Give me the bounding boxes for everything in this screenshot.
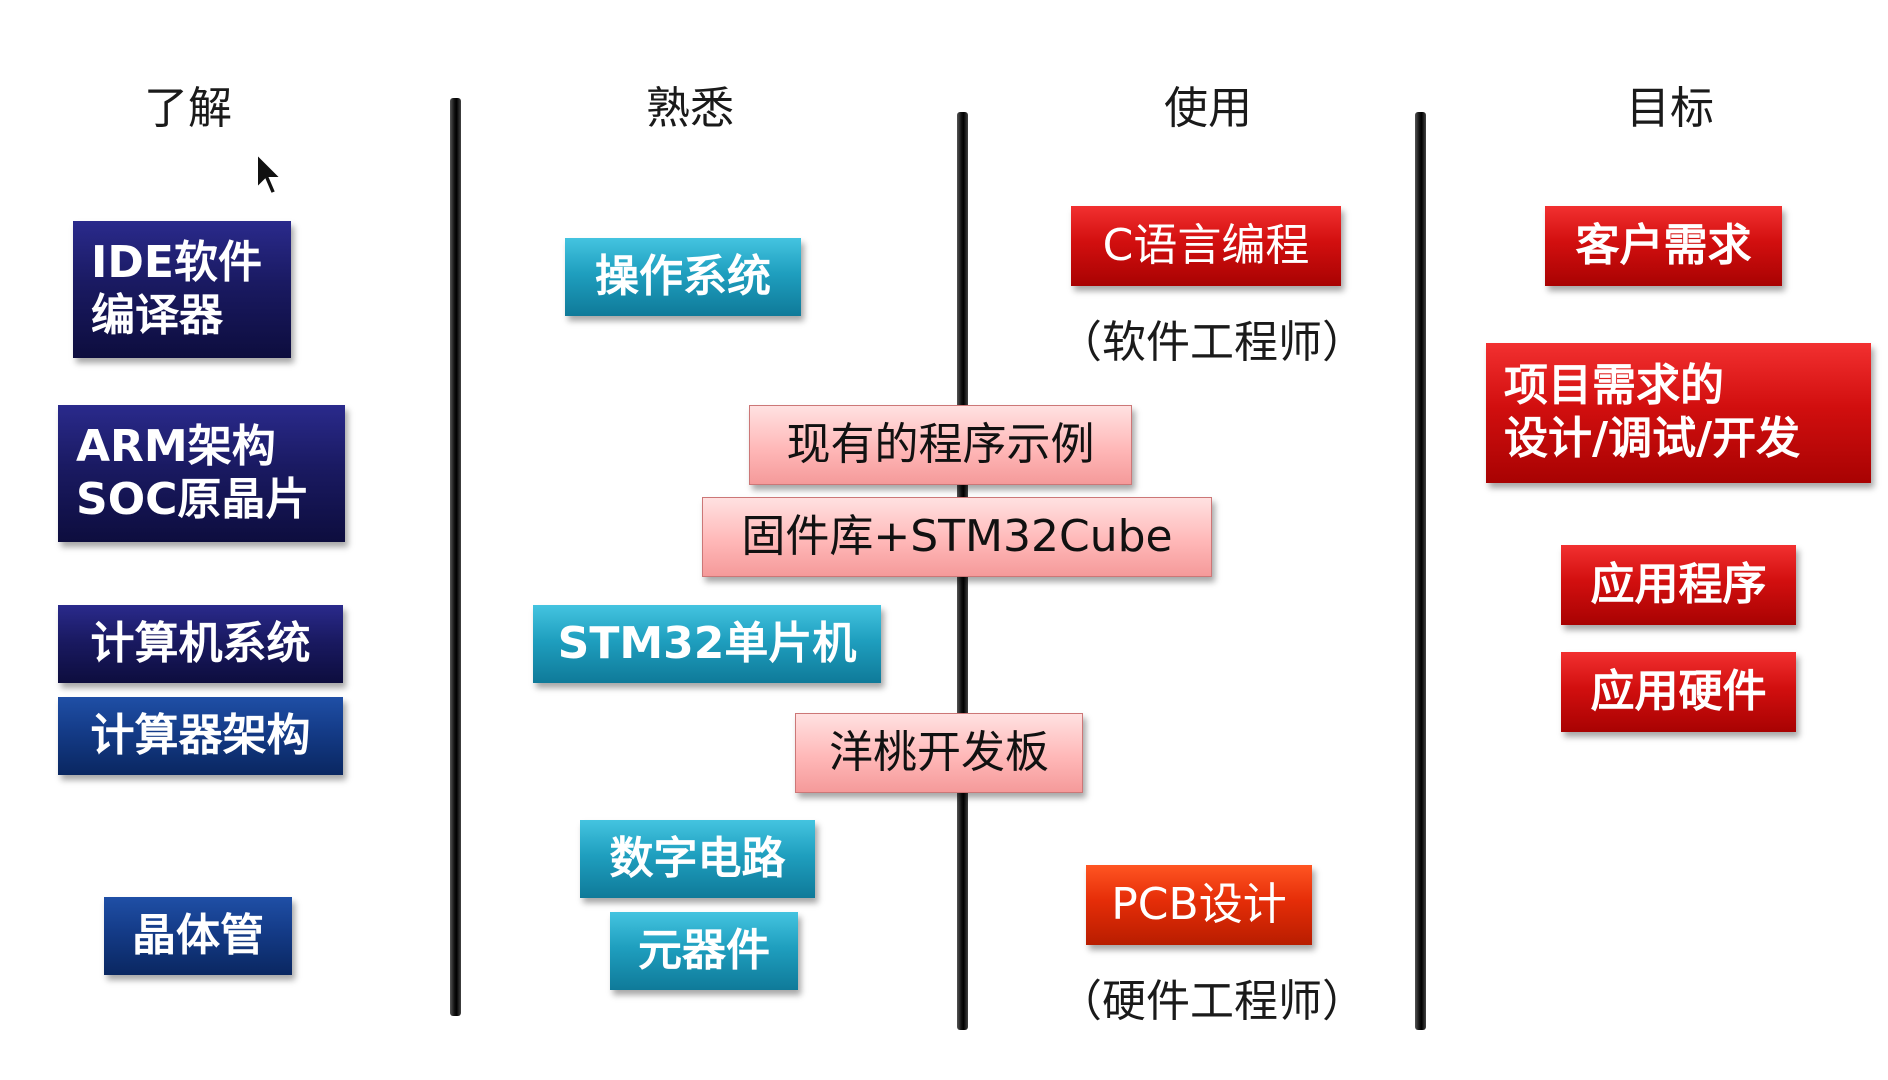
- customer-requirements-box: 客户需求: [1545, 206, 1782, 286]
- mouse-cursor-icon: [256, 152, 284, 196]
- application-hardware-box: 应用硬件: [1561, 652, 1796, 732]
- pcb-design-box: PCB设计: [1086, 865, 1312, 945]
- application-program-box: 应用程序: [1561, 545, 1796, 625]
- c-programming-box: C语言编程: [1071, 206, 1341, 286]
- components-box: 元器件: [610, 912, 798, 990]
- project-line1: 项目需求的: [1504, 360, 1724, 412]
- ide-compiler-box: IDE软件 编译器: [73, 221, 291, 358]
- firmware-stm32cube-box: 固件库+STM32Cube: [702, 497, 1212, 577]
- program-examples-box: 现有的程序示例: [749, 405, 1132, 485]
- transistor-box: 晶体管: [104, 897, 292, 975]
- column-title-use: 使用: [1164, 83, 1252, 134]
- divider-3: [1415, 112, 1426, 1030]
- ide-line2: 编译器: [91, 289, 223, 341]
- stm32-box: STM32单片机: [533, 605, 881, 683]
- column-title-understand: 了解: [144, 83, 232, 134]
- arm-soc-box: ARM架构 SOC原晶片: [58, 405, 345, 542]
- arm-line2: SOC原晶片: [76, 473, 310, 525]
- computer-system-box: 计算机系统: [58, 605, 343, 683]
- os-box: 操作系统: [565, 238, 801, 316]
- calculator-arch-box: 计算器架构: [58, 697, 343, 775]
- digital-circuit-box: 数字电路: [580, 820, 815, 898]
- ide-line1: IDE软件: [91, 236, 262, 288]
- column-title-familiar: 熟悉: [646, 83, 734, 134]
- hardware-engineer-note: （硬件工程师）: [1058, 976, 1366, 1027]
- project-requirements-box: 项目需求的 设计/调试/开发: [1486, 343, 1871, 483]
- project-line2: 设计/调试/开发: [1504, 413, 1801, 464]
- divider-1: [450, 98, 461, 1016]
- software-engineer-note: （软件工程师）: [1058, 317, 1366, 368]
- arm-line1: ARM架构: [76, 420, 276, 472]
- column-title-goal: 目标: [1626, 83, 1714, 134]
- dev-board-box: 洋桃开发板: [795, 713, 1083, 793]
